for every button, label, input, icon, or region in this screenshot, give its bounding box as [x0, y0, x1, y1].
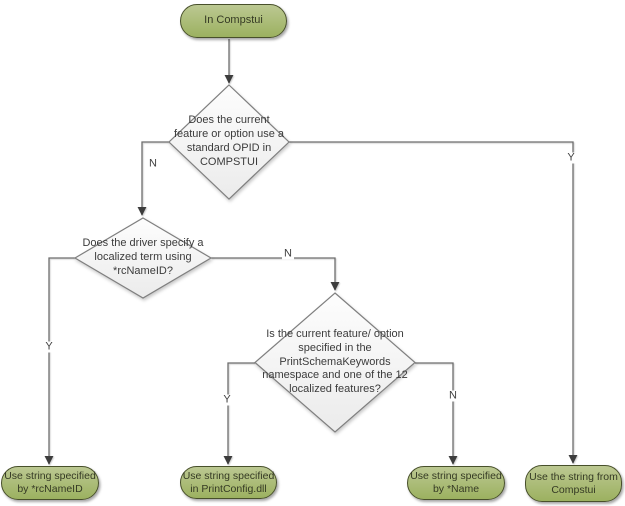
edge-label-rcnameid-yes: Y [43, 340, 55, 353]
node-decision-schema-label: Is the current feature/ option specified… [262, 327, 408, 396]
node-result-printconfig-label: Use string specified in PrintConfig.dll [182, 469, 275, 495]
diamond-shape [254, 292, 416, 433]
node-decision-rcnameid-label: Does the driver specify a localized term… [82, 237, 204, 277]
edge-rcnameid-no [211, 257, 340, 291]
node-result-compstui: Use the string from Compstui [525, 465, 622, 502]
node-result-name: Use string specified by *Name [407, 466, 505, 500]
edge-label-rcnameid-no: N [282, 247, 294, 260]
edge-opid-yes [289, 141, 578, 464]
node-decision-schema: Is the current feature/ option specified… [254, 292, 416, 433]
edge-label-opid-yes: Y [565, 151, 577, 164]
edge-opid-no [137, 141, 169, 216]
edge-schema-yes [223, 362, 255, 465]
edge-label-opid-no: N [147, 157, 159, 170]
edge-schema-no [415, 362, 458, 465]
node-result-printconfig: Use string specified in PrintConfig.dll [180, 466, 277, 499]
node-decision-opid-label: Does the current feature or option use a… [173, 114, 285, 168]
diamond-shape [73, 217, 213, 299]
node-result-name-label: Use string specified by *Name [410, 470, 502, 495]
edge-rcnameid-yes [44, 257, 75, 465]
edge-label-schema-yes: Y [221, 393, 233, 406]
node-start: In Compstui [180, 4, 287, 38]
node-decision-opid: Does the current feature or option use a… [168, 84, 290, 200]
node-result-rcnameid: Use string specified by *rcNameID [1, 466, 99, 500]
edge-label-schema-no: N [447, 389, 459, 402]
node-result-compstui-label: Use the string from Compstui [529, 470, 618, 496]
node-decision-rcnameid: Does the driver specify a localized term… [73, 217, 213, 299]
diamond-shape [168, 84, 290, 200]
node-result-rcnameid-label: Use string specified by *rcNameID [4, 470, 96, 495]
node-start-label: In Compstui [204, 14, 263, 27]
